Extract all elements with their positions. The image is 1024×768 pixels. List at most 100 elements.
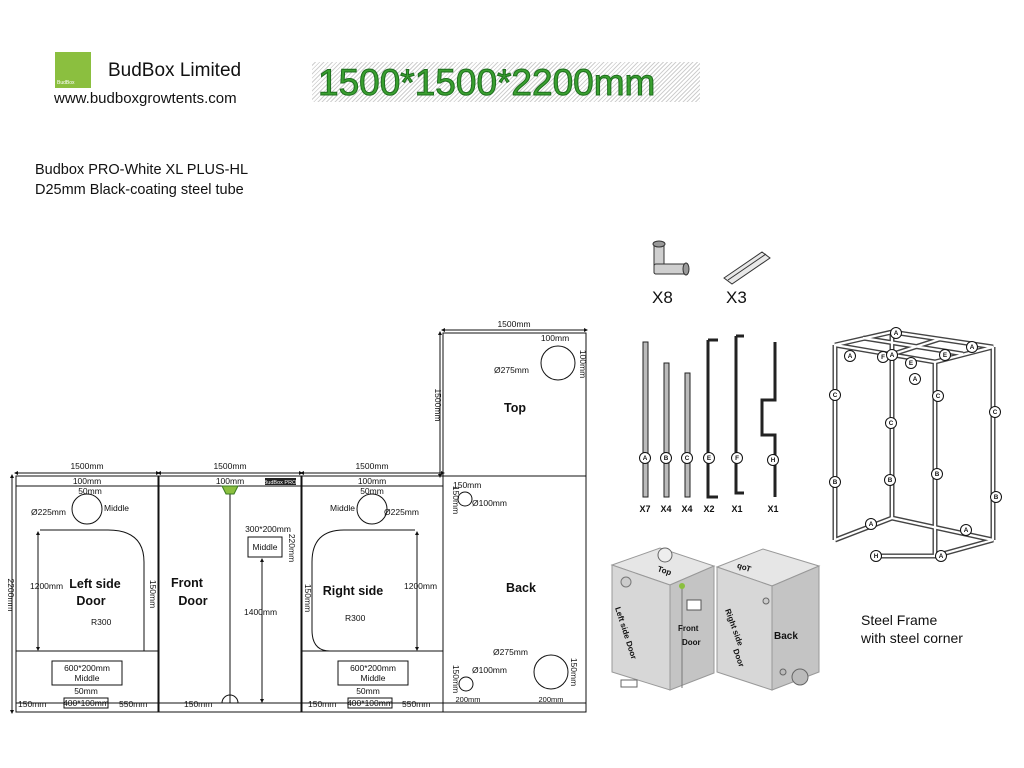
left-radius: R300 <box>91 617 112 627</box>
right-side-gap: 150mm <box>303 584 313 612</box>
company-logo: BudBox <box>55 52 91 88</box>
frame-label-b: B <box>990 491 1002 503</box>
render-1-front-1: Front <box>678 624 699 633</box>
back-upper-a: 150mm <box>453 480 481 490</box>
frame-label-e: E <box>905 357 917 369</box>
svg-text:A: A <box>848 353 853 360</box>
frame-label-a: A <box>886 349 898 361</box>
right-vent-gap: 50mm <box>356 686 380 696</box>
back-upper-port <box>457 491 473 507</box>
top-depth-label: 1500mm <box>433 388 443 421</box>
pole-letter-b: B <box>660 452 672 464</box>
svg-text:A: A <box>970 344 975 351</box>
pole-qty-f: X1 <box>731 504 742 514</box>
right-vent-label: 600*200mm <box>350 663 396 673</box>
svg-text:E: E <box>943 352 947 359</box>
back-upper-port-label: Ø100mm <box>472 498 507 508</box>
back-lower-port <box>458 676 474 692</box>
frame-label-b: B <box>884 474 896 486</box>
top-port-side: 100mm <box>578 350 588 378</box>
pole-qty-c: X4 <box>681 504 692 514</box>
dimensions-title: 1500*1500*2200mm <box>317 62 656 104</box>
frame-label-a: A <box>909 373 921 385</box>
front-top-margin: 100mm <box>216 476 244 486</box>
front-zip-pull <box>221 485 239 495</box>
frame-label-a: A <box>966 341 978 353</box>
right-port-pos: Middle <box>330 503 355 513</box>
front-panel <box>158 475 302 713</box>
back-big-side: 150mm <box>569 658 579 686</box>
front-window-gap: 220mm <box>287 534 297 562</box>
svg-text:C: C <box>685 455 690 462</box>
back-lower-b: 200mm <box>455 695 480 704</box>
logo-text: BudBox <box>57 80 75 86</box>
right-radius: R300 <box>345 613 366 623</box>
front-window <box>247 536 283 558</box>
frame-label-a: A <box>865 518 877 530</box>
front-title-2: Door <box>178 594 207 608</box>
right-door-height: 1200mm <box>404 581 437 591</box>
frame-caption-1: Steel Frame <box>861 612 937 628</box>
svg-text:H: H <box>771 457 776 464</box>
render-2-back: Back <box>774 631 798 642</box>
pole-c-icon <box>684 372 691 498</box>
svg-text:A: A <box>890 352 895 359</box>
pole-letter-h: H <box>767 454 779 466</box>
company-name: BudBox Limited <box>108 60 242 81</box>
frame-label-b: B <box>931 468 943 480</box>
right-bottom-mid: 400*100mm <box>347 698 393 708</box>
right-port-gap: 50mm <box>360 486 384 496</box>
frame-label-a: A <box>844 350 856 362</box>
left-bottom-left: 150mm <box>18 699 46 709</box>
pole-h-icon <box>760 342 777 497</box>
front-bottom-left: 150mm <box>184 699 212 709</box>
plan-height-label: 2200mm <box>6 578 16 611</box>
top-title: Top <box>504 401 526 415</box>
svg-text:A: A <box>964 527 969 534</box>
pole-letter-c: C <box>681 452 693 464</box>
pole-b-icon <box>663 362 670 498</box>
back-lower-a: 150mm <box>451 665 461 693</box>
pole-a-icon <box>642 341 649 498</box>
front-title-1: Front <box>171 576 204 590</box>
render-1-front-2: Door <box>682 638 701 647</box>
left-vent-gap: 50mm <box>74 686 98 696</box>
left-vent-label: 600*200mm <box>64 663 110 673</box>
top-width-label: 1500mm <box>497 319 530 329</box>
pole-letter-f: F <box>731 452 743 464</box>
pole-f-icon <box>734 334 744 495</box>
front-zip-arc <box>221 694 239 704</box>
pole-letter-e: E <box>703 452 715 464</box>
front-zip-height: 1400mm <box>244 607 277 617</box>
back-big-port <box>533 654 569 690</box>
left-side-panel <box>15 475 159 713</box>
front-width-label: 1500mm <box>213 461 246 471</box>
svg-text:B: B <box>888 477 893 484</box>
pole-letter-a: A <box>639 452 651 464</box>
svg-text:B: B <box>935 471 940 478</box>
frame-caption-2: with steel corner <box>860 630 963 646</box>
right-width-label: 1500mm <box>355 461 388 471</box>
tent-render-left <box>610 547 716 691</box>
back-upper-b: 150mm <box>451 486 461 514</box>
right-door-outline <box>311 529 415 652</box>
left-door-height: 1200mm <box>30 581 63 591</box>
svg-text:H: H <box>874 553 879 560</box>
top-port-margin: 100mm <box>541 333 569 343</box>
dimensions-banner <box>312 62 700 102</box>
pole-qty-h: X1 <box>767 504 778 514</box>
front-window-label: 300*200mm <box>245 524 291 534</box>
frame-label-c: C <box>829 389 841 401</box>
svg-text:A: A <box>913 376 918 383</box>
left-title-2: Door <box>76 594 105 608</box>
frame-label-c: C <box>885 417 897 429</box>
back-lower-port-label: Ø100mm <box>472 665 507 675</box>
product-tube-spec: D25mm Black-coating steel tube <box>35 182 244 198</box>
right-title: Right side <box>323 584 383 598</box>
strap-icon <box>723 251 771 285</box>
unfolded-plan <box>10 328 588 714</box>
right-bottom-left: 150mm <box>308 699 336 709</box>
svg-text:E: E <box>909 360 913 367</box>
